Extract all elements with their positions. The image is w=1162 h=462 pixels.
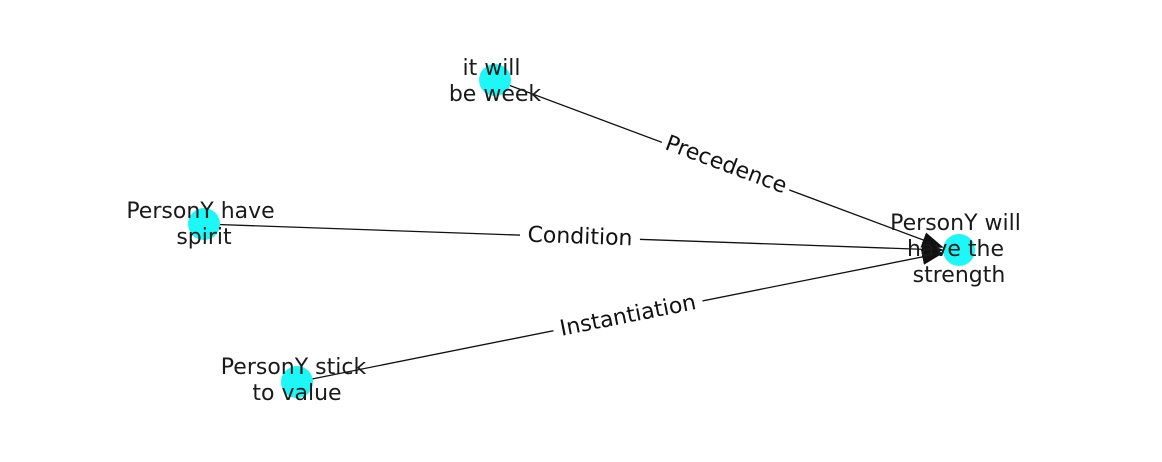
node-spirit-label-line-2: spirit bbox=[176, 225, 232, 250]
node-value-label-line-1: PersonY stick bbox=[221, 355, 367, 380]
edge-labels: Precedence Condition Instantiation bbox=[519, 126, 796, 347]
edge-label-condition: Condition bbox=[519, 218, 641, 256]
edge-label-instantiation: Instantiation bbox=[550, 285, 706, 347]
edge-label-condition-text: Condition bbox=[527, 223, 633, 252]
node-strength-label: PersonY will have the strength bbox=[890, 211, 1028, 288]
node-labels: it will be week PersonY have spirit Pers… bbox=[126, 56, 1028, 406]
nodes bbox=[188, 64, 975, 398]
node-spirit bbox=[188, 208, 220, 240]
node-strength-label-line-2: have the bbox=[907, 237, 1004, 262]
node-week-label-line-2: be week bbox=[449, 82, 542, 107]
node-strength bbox=[943, 234, 975, 266]
node-spirit-label: PersonY have spirit bbox=[126, 199, 281, 250]
node-strength-label-line-3: strength bbox=[913, 263, 1006, 288]
node-value-label: PersonY stick to value bbox=[221, 355, 373, 406]
edge-label-instantiation-text: Instantiation bbox=[558, 290, 699, 342]
node-value-label-line-2: to value bbox=[252, 381, 341, 406]
edge-label-precedence: Precedence bbox=[656, 126, 796, 204]
node-week-label: it will be week bbox=[449, 56, 542, 107]
node-value bbox=[281, 366, 313, 398]
node-week bbox=[479, 64, 511, 96]
node-week-label-line-1: it will bbox=[462, 56, 520, 81]
node-spirit-label-line-1: PersonY have bbox=[126, 199, 274, 224]
node-strength-label-line-1: PersonY will bbox=[890, 211, 1021, 236]
